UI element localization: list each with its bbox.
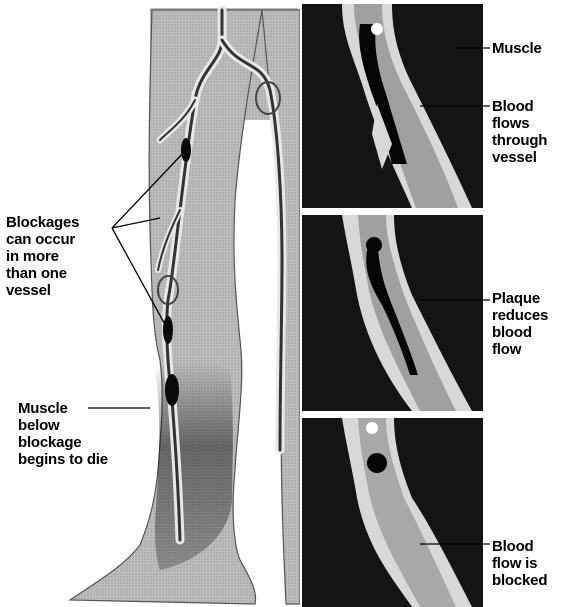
panel-pointer-lines bbox=[0, 0, 569, 607]
